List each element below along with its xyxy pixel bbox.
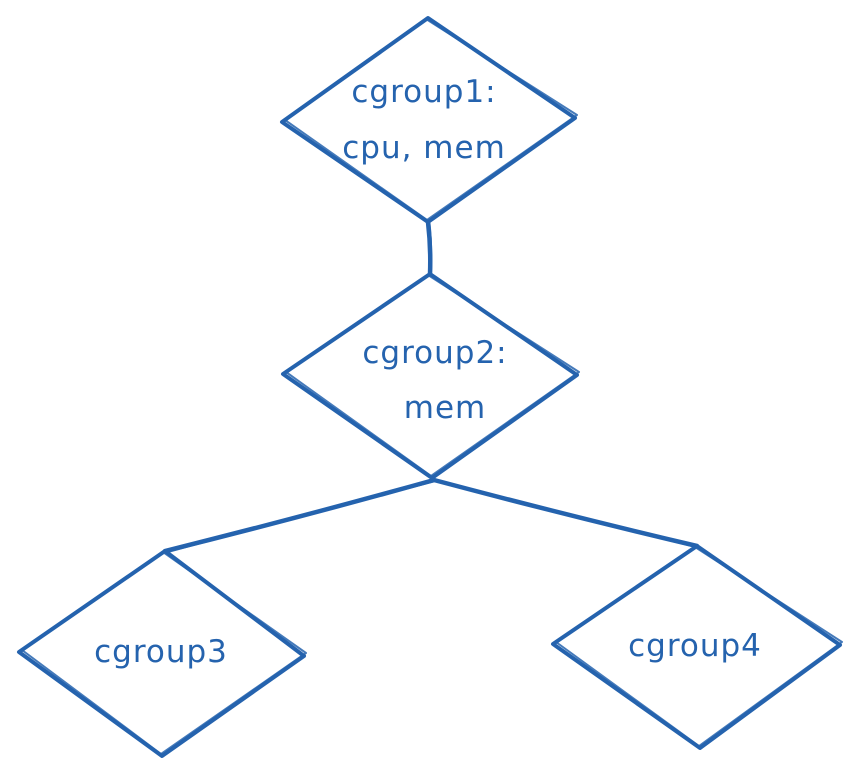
edge-cgroup1-cgroup2-sketch bbox=[428, 222, 433, 277]
edges-layer bbox=[162, 219, 700, 554]
cgroup1-diamond bbox=[280, 16, 577, 224]
cgroup2-diamond bbox=[281, 272, 579, 480]
cgroup3-diamond-sketch bbox=[21, 551, 307, 755]
cgroup4-label-line-1: cgroup4 bbox=[628, 628, 762, 664]
node-cgroup3: cgroup3 bbox=[17, 549, 307, 758]
edge-cgroup2-cgroup3-sketch bbox=[165, 480, 437, 554]
cgroup1-diamond-sketch bbox=[284, 18, 578, 221]
node-cgroup2: cgroup2: mem bbox=[281, 272, 580, 480]
nodes-layer: cgroup1: cpu, mem cgroup2: mem cgroup3 cgroup… bbox=[17, 16, 843, 758]
cgroup2-diamond-sketch bbox=[285, 274, 580, 477]
cgroup4-diamond-sketch bbox=[555, 546, 843, 747]
cgroup1-label-line-2: cpu, mem bbox=[342, 130, 506, 166]
edge-cgroup2-cgroup3 bbox=[162, 477, 437, 554]
cgroup1-label-line-1: cgroup1: bbox=[351, 74, 496, 110]
cgroup3-label-line-1: cgroup3 bbox=[94, 634, 228, 670]
edge-cgroup1-cgroup2 bbox=[425, 219, 433, 277]
node-cgroup4: cgroup4 bbox=[551, 544, 843, 750]
node-cgroup1: cgroup1: cpu, mem bbox=[280, 16, 578, 224]
cgroup2-label-line-2: mem bbox=[404, 390, 486, 426]
edge-cgroup2-cgroup4-sketch bbox=[434, 480, 699, 549]
cgroup2-label-line-1: cgroup2: bbox=[362, 335, 507, 371]
